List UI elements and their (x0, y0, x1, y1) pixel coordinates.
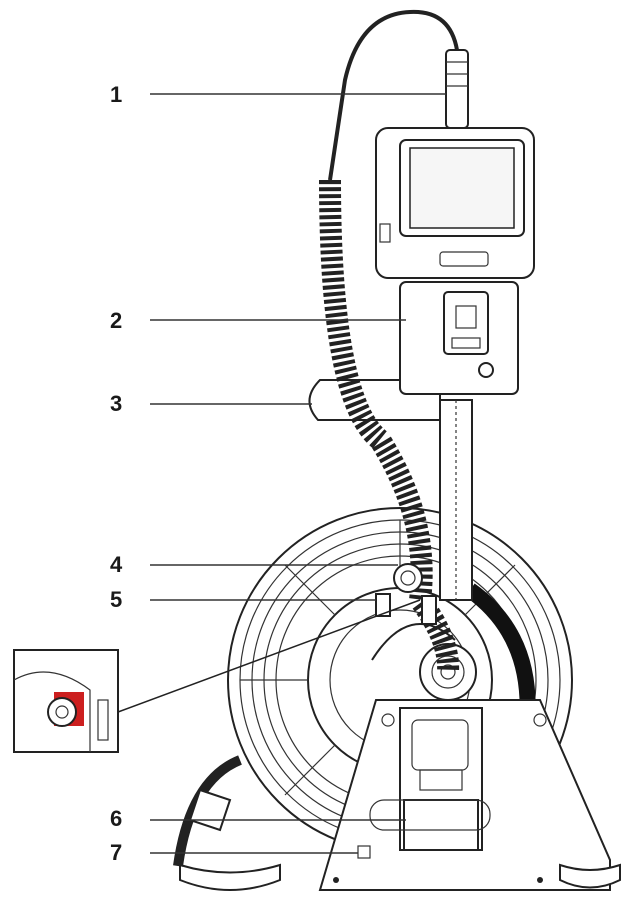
reel-hub (371, 623, 477, 701)
callout-leaders (150, 93, 446, 854)
callout-1-label: 1 (110, 82, 123, 107)
hub-knob (393, 563, 423, 593)
callout-3-label: 3 (110, 391, 123, 416)
callout-7-label: 7 (110, 840, 123, 865)
mast (439, 399, 473, 601)
power-port (357, 845, 371, 859)
slip-ring-connector (375, 593, 437, 625)
inset-detail (13, 599, 421, 753)
monitor-handset (375, 127, 535, 279)
callout-6-label: 6 (110, 806, 123, 831)
base-stand (173, 699, 621, 891)
handset-dock (399, 281, 519, 395)
callout-2-label: 2 (110, 308, 123, 333)
callout-5-label: 5 (110, 587, 123, 612)
callout-4-label: 4 (110, 552, 123, 577)
connector (328, 9, 469, 181)
